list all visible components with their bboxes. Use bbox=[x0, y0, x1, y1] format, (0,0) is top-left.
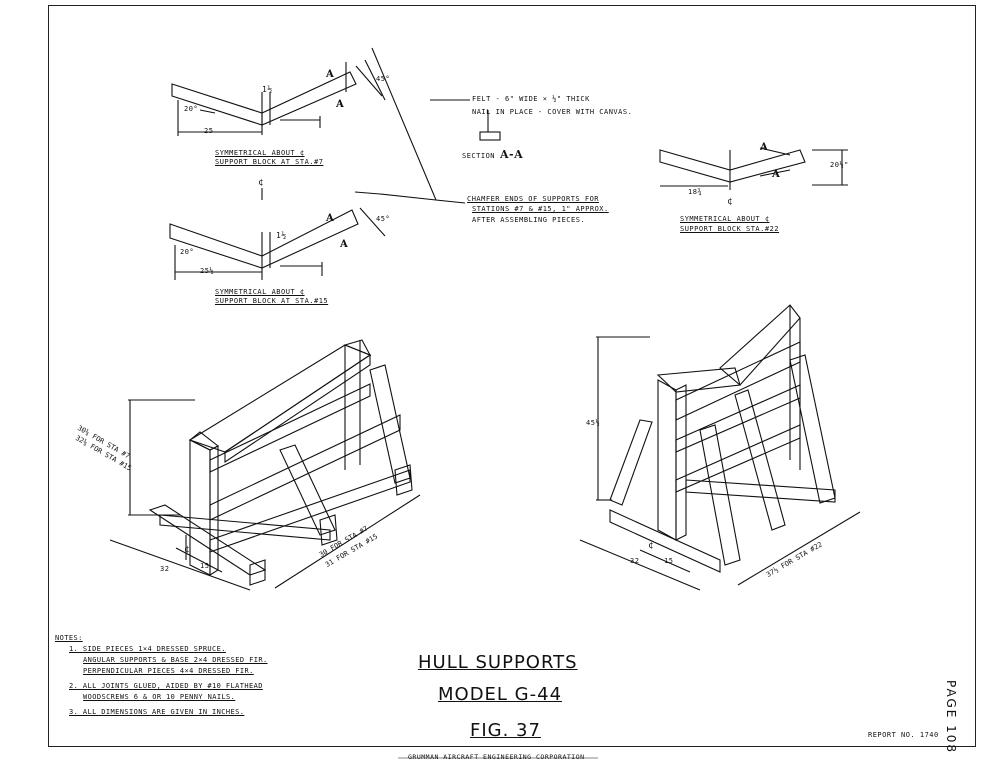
sheet-border bbox=[48, 5, 976, 747]
page-number: PAGE 108 bbox=[944, 680, 958, 755]
section-label: SECTION bbox=[462, 152, 496, 160]
iso-stand-left bbox=[109, 339, 421, 591]
note-2b: WOODSCREWS 6 & OR 10 PENNY NAILS. bbox=[83, 693, 236, 701]
section-mark-mid-1: A bbox=[326, 213, 335, 224]
v-block-sta7 bbox=[171, 59, 386, 136]
angle-mid: 20° bbox=[180, 248, 195, 256]
dim-len-top: 25 bbox=[204, 127, 214, 135]
caption-sta7-line2: SUPPORT BLOCK AT STA.#7 bbox=[215, 158, 324, 166]
caption-sta7-line1: SYMMETRICAL ABOUT ¢ bbox=[215, 149, 305, 157]
section-mark-right-1: A bbox=[760, 142, 769, 153]
leader-lines bbox=[354, 47, 501, 204]
v-block-sta22 bbox=[659, 147, 848, 190]
chamfer-note-line3: AFTER ASSEMBLING PIECES. bbox=[472, 216, 586, 224]
company-name: GRUMMAN AIRCRAFT ENGINEERING CORPORATION bbox=[408, 753, 585, 761]
caption-sta22-line1: SYMMETRICAL ABOUT ¢ bbox=[680, 215, 770, 223]
iso-stand-right bbox=[579, 304, 861, 591]
title-fig: FIG. 37 bbox=[470, 720, 541, 741]
dim-1half-top: 1½ bbox=[262, 85, 273, 94]
notes-heading: NOTES: bbox=[55, 634, 83, 642]
caption-sta15-line1: SYMMETRICAL ABOUT ¢ bbox=[215, 288, 305, 296]
iso-right-half-width: 15 bbox=[664, 557, 674, 565]
dim-len-mid: 25½ bbox=[200, 267, 215, 275]
chamfer-note-line2: STATIONS #7 & #15, 1" APPROX. bbox=[472, 205, 609, 213]
note-2a: 2. ALL JOINTS GLUED, AIDED BY #10 FLATHE… bbox=[69, 682, 263, 690]
note-1b: ANGULAR SUPPORTS & BASE 2×4 DRESSED FIR. bbox=[83, 656, 268, 664]
angle-top: 20° bbox=[184, 105, 199, 113]
note-1a: 1. SIDE PIECES 1×4 DRESSED SPRUCE. bbox=[69, 645, 226, 653]
dim-len-right: 18¾ bbox=[688, 188, 703, 196]
chamfer-note-line1: CHAMFER ENDS OF SUPPORTS FOR bbox=[467, 195, 600, 203]
iso-right-height: 45½ bbox=[586, 419, 601, 427]
title-line1: HULL SUPPORTS bbox=[418, 652, 578, 673]
section-mark-mid-2: A bbox=[340, 239, 349, 250]
centerline-mid: ¢ bbox=[258, 178, 264, 188]
notes-block: NOTES: 1. SIDE PIECES 1×4 DRESSED SPRUCE… bbox=[55, 633, 268, 718]
section-mark-right-2: A bbox=[772, 169, 781, 180]
iso-left-width: 32 bbox=[160, 565, 170, 573]
iso-right-width: 32 bbox=[630, 557, 640, 565]
iso-left-centerline: ¢ bbox=[184, 545, 190, 555]
section-mark-top-2: A bbox=[336, 99, 345, 110]
dim-height-right: 20½" bbox=[830, 161, 849, 169]
felt-note-line2: NAIL IN PLACE - COVER WITH CANVAS. bbox=[472, 108, 633, 116]
section-mark-top-1: A bbox=[326, 69, 335, 80]
note-3: 3. ALL DIMENSIONS ARE GIVEN IN INCHES. bbox=[69, 708, 245, 716]
felt-note-line1: FELT - 6" WIDE × ½" THICK bbox=[472, 95, 590, 103]
caption-sta22-line2: SUPPORT BLOCK STA.#22 bbox=[680, 225, 780, 233]
caption-sta15-line2: SUPPORT BLOCK AT STA.#15 bbox=[215, 297, 329, 305]
report-number: REPORT NO. 1740 bbox=[868, 731, 939, 739]
note-1c: PERPENDICULAR PIECES 4×4 DRESSED FIR. bbox=[83, 667, 254, 675]
iso-left-half-width: 15 bbox=[200, 562, 210, 570]
v-block-sta15 bbox=[169, 188, 386, 280]
chamfer-angle-mid: 45° bbox=[376, 215, 391, 223]
chamfer-angle-top: 45° bbox=[376, 75, 391, 83]
section-id: A-A bbox=[500, 148, 524, 161]
dim-1half-mid: 1½ bbox=[276, 231, 287, 240]
iso-right-centerline: ¢ bbox=[648, 541, 654, 551]
title-line2: MODEL G-44 bbox=[438, 684, 563, 705]
centerline-right: ¢ bbox=[727, 197, 733, 207]
